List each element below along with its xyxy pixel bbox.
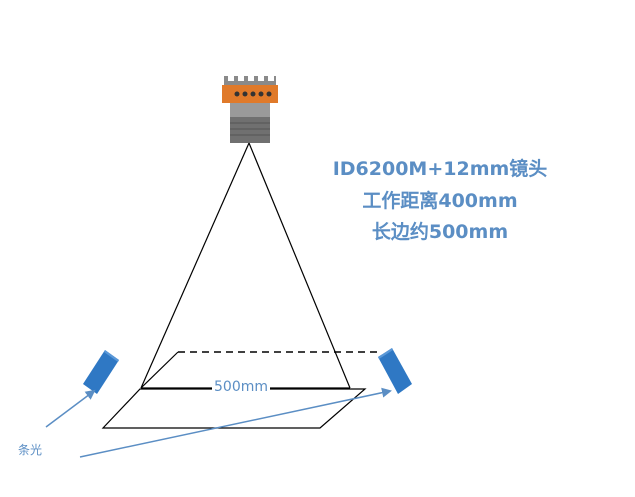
light-bar-right-icon — [378, 348, 412, 394]
dimension-label: 500mm — [212, 378, 270, 396]
light-bar-left-icon — [83, 350, 119, 394]
camera-icon — [222, 76, 278, 143]
arrow-to-right-light — [79, 387, 392, 458]
arrow-to-left-light — [45, 389, 96, 428]
field-of-view — [140, 142, 351, 389]
spec-camera-lens: ID6200M+12mm镜头 — [332, 158, 548, 180]
light-label: 条光 — [18, 443, 43, 457]
spec-working-distance: 工作距离400mm — [362, 190, 518, 212]
spec-long-side: 长边约500mm — [371, 221, 509, 243]
work-plane — [101, 388, 367, 429]
fov-left-edge — [140, 351, 179, 389]
